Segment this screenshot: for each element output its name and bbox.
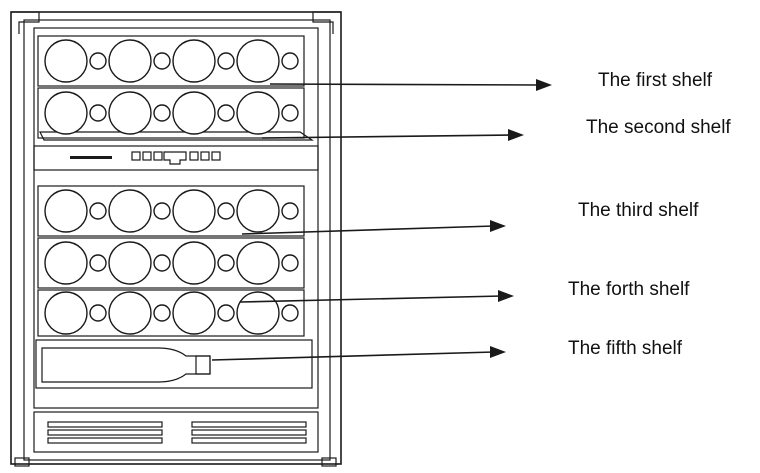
label-fifth-shelf: The fifth shelf: [568, 338, 683, 359]
bottle-hole-small: [217, 202, 235, 220]
arrow-first-shelf: [269, 79, 552, 91]
bottom-shelf: [35, 339, 313, 389]
bottle-hole-large: [172, 91, 216, 135]
bottle-hole-large: [108, 189, 152, 233]
shelf-2: [37, 87, 314, 141]
bottle-hole-large: [44, 241, 88, 285]
leader-arrows: [211, 79, 552, 361]
bottle-hole-large: [44, 39, 88, 83]
bottle-hole-small: [89, 202, 107, 220]
bottle-hole-large: [236, 91, 280, 135]
bottle-hole-small: [153, 52, 171, 70]
bottle-hole-large: [236, 39, 280, 83]
bottle-hole-small: [281, 104, 299, 122]
arrow-forth-shelf: [239, 290, 514, 303]
bottle-hole-small: [281, 304, 299, 322]
bottle-icon: [41, 347, 211, 383]
label-forth-shelf: The forth shelf: [568, 279, 690, 300]
arrow-fifth-shelf: [211, 346, 506, 361]
bottle-hole-small: [217, 52, 235, 70]
bottle-hole-large: [172, 291, 216, 335]
bottle-hole-small: [281, 254, 299, 272]
bottle-hole-large: [44, 91, 88, 135]
bottle-hole-small: [89, 52, 107, 70]
bottle-hole-small: [217, 104, 235, 122]
shelf-1: [37, 35, 305, 87]
bottle-hole-small: [281, 52, 299, 70]
arrow-third-shelf: [241, 220, 506, 235]
bottle-hole-large: [172, 39, 216, 83]
label-second-shelf: The second shelf: [586, 117, 731, 138]
bottle-hole-small: [217, 304, 235, 322]
label-third-shelf: The third shelf: [578, 200, 699, 221]
bottle-hole-small: [281, 202, 299, 220]
bottle-hole-large: [236, 189, 280, 233]
bottle-hole-small: [153, 254, 171, 272]
bottle-hole-large: [108, 91, 152, 135]
shelf-5: [37, 289, 305, 337]
control-panel: [33, 145, 319, 171]
bottle-hole-small: [153, 104, 171, 122]
bottle-hole-large: [172, 189, 216, 233]
bottle-hole-small: [89, 254, 107, 272]
bottle-hole-large: [236, 241, 280, 285]
bottle-hole-large: [44, 189, 88, 233]
bottle-hole-large: [108, 39, 152, 83]
bottle-hole-large: [44, 291, 88, 335]
bottle-hole-large: [108, 241, 152, 285]
shelf-4: [37, 237, 305, 289]
bottle-hole-large: [108, 291, 152, 335]
toe-grille: [33, 411, 319, 453]
bottle-hole-small: [153, 202, 171, 220]
cabinet: [10, 11, 342, 467]
bottle-hole-large: [236, 291, 280, 335]
bottle-hole-small: [153, 304, 171, 322]
bottle-hole-large: [172, 241, 216, 285]
bottle-hole-small: [89, 304, 107, 322]
bottle-hole-small: [89, 104, 107, 122]
label-first-shelf: The first shelf: [598, 70, 713, 91]
bottle-hole-small: [217, 254, 235, 272]
bottle-holes: [44, 39, 299, 335]
arrow-second-shelf: [261, 129, 524, 141]
shelf-3: [37, 185, 305, 237]
